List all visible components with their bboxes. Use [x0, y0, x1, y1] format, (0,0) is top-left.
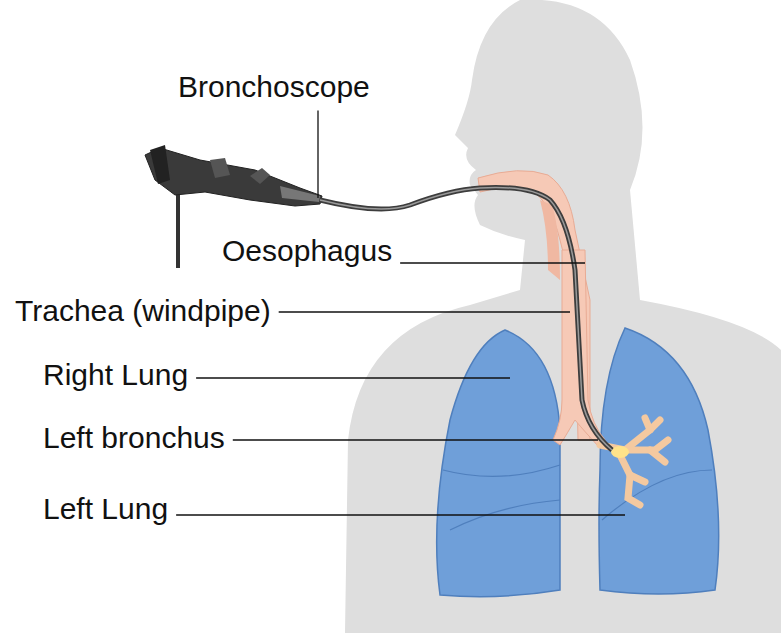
bronchial-tree — [600, 418, 668, 505]
leader-line — [233, 439, 598, 440]
leader-line — [400, 262, 585, 263]
part-label: Right Lung — [43, 358, 188, 393]
part-label: Bronchoscope — [178, 70, 370, 105]
right-lung — [437, 330, 560, 597]
part-label: Left Lung — [43, 492, 168, 527]
lung-fissure — [602, 470, 712, 520]
bronchoscope-tube — [320, 188, 612, 451]
body-silhouette — [345, 0, 781, 633]
left-lung — [599, 328, 719, 594]
leader-line — [279, 311, 570, 312]
part-label: Trachea (windpipe) — [15, 294, 271, 329]
leader-line — [176, 514, 625, 515]
leader-line — [196, 377, 510, 378]
bronchoscope-tip-light — [611, 446, 629, 458]
bronchoscope-tube — [320, 188, 612, 451]
part-label: Oesophagus — [222, 234, 392, 269]
leader-line — [317, 111, 318, 199]
part-label: Left bronchus — [43, 421, 225, 456]
lung-fissure — [443, 465, 560, 530]
